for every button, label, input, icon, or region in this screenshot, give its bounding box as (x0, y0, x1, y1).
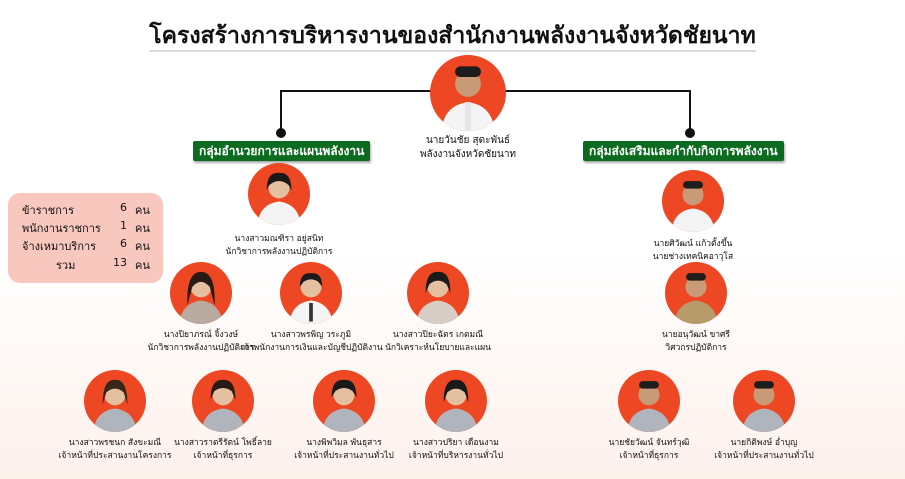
staff-caption: นางสาวปิยะฉัตร เกตมณี นักวิเคราะห์นโยบาย… (368, 329, 508, 355)
staff-caption: นายอนุวัฒน์ ขาศรี วิศวกรปฏิบัติการ (626, 329, 766, 355)
staff-photo (425, 370, 487, 432)
connector-left (280, 90, 282, 132)
staff-position: เจ้าหน้าที่ประสานงานทั่วไป (294, 451, 394, 461)
staff-name: นายกิติพงษ์ อ่ำบุญ (730, 438, 798, 448)
staff-caption: นายกิติพงษ์ อ่ำบุญ เจ้าหน้าที่ประสานงานท… (694, 437, 834, 463)
staff-position: นักวิเคราะห์นโยบายและแผน (385, 343, 491, 353)
group-label-promotion-regulation: กลุ่มส่งเสริมและกำกับกิจการพลังงาน (583, 141, 784, 161)
staff-caption: นายศิวัฒน์ แก้วตั้งขึ้น นายช่างเทคนิคอาว… (623, 238, 763, 264)
staff-position: เจ้าหน้าที่ธุรการ (619, 451, 679, 461)
staff-caption: นายชัยวัฒน์ จันทร์วุฒิ เจ้าหน้าที่ธุรการ (579, 437, 719, 463)
staff-name: นายชัยวัฒน์ จันทร์วุฒิ (608, 438, 690, 448)
head-caption: นายวันชัย สุดะพันธ์ พลังงานจังหวัดชัยนาท (393, 134, 543, 162)
staff-photo (170, 262, 232, 324)
staff-caption: นางพิพวิมล พันธุสาร เจ้าหน้าที่ประสานงาน… (274, 437, 414, 463)
staff-name: นางปิยาภรณ์ จิ้งวงษ์ (163, 330, 239, 340)
staff-position: เจ้าหน้าที่ประสานงานทั่วไป (714, 451, 814, 461)
staff-caption: นางสาวพรชนก สังขะมณี เจ้าหน้าที่ประสานงา… (45, 437, 185, 463)
staff-name: นางสาวพรชนก สังขะมณี (68, 438, 162, 448)
staff-photo (84, 370, 146, 432)
staff-position: เจ้าพนักงานการเงินและบัญชีปฏิบัติงาน (241, 343, 383, 353)
staff-position: นายช่างเทคนิคอาวุโส (652, 252, 734, 262)
staff-photo (313, 370, 375, 432)
head-name: นายวันชัย สุดะพันธ์ (425, 135, 511, 146)
head-photo (430, 55, 506, 131)
staff-position: นักวิชาการพลังงานปฏิบัติการ (225, 247, 333, 257)
staff-caption: นางปิยาภรณ์ จิ้งวงษ์ นักวิชาการพลังงานปฏ… (131, 329, 271, 355)
staff-photo (248, 163, 310, 225)
staff-caption: นางสาวมณฑิรา อยู่สนิท นักวิชาการพลังงานป… (209, 233, 349, 259)
page-title: โครงสร้างการบริหารงานของสำนักงานพลังงานจ… (0, 18, 905, 54)
staff-name: นางสาวปิยะฉัตร เกตมณี (392, 330, 484, 340)
staff-caption: นางสาวปริยา เดือนงาม เจ้าหน้าที่บริหารงา… (386, 437, 526, 463)
staff-position: วิศวกรปฏิบัติการ (665, 343, 727, 353)
staff-position: เจ้าหน้าที่ธุรการ (193, 451, 253, 461)
staff-name: นายอนุวัฒน์ ขาศรี (662, 330, 730, 340)
staff-name: นางสาวพรพิญ วระภูมิ (270, 330, 352, 340)
connector-right (689, 90, 691, 132)
staff-name: นางสาวราตรีรัตน์ โพธิ์ลาย (174, 438, 272, 448)
staff-caption: นางสาวราตรีรัตน์ โพธิ์ลาย เจ้าหน้าที่ธุร… (153, 437, 293, 463)
staff-name: นายศิวัฒน์ แก้วตั้งขึ้น (653, 239, 733, 249)
connector-dot-right (685, 128, 695, 138)
connector-dot-left (276, 128, 286, 138)
staff-photo (665, 262, 727, 324)
staff-photo (618, 370, 680, 432)
staff-name: นางพิพวิมล พันธุสาร (306, 438, 382, 448)
head-position: พลังงานจังหวัดชัยนาท (419, 149, 517, 160)
group-label-admin-plan: กลุ่มอำนวยการและแผนพลังงาน (193, 141, 371, 161)
staff-position: เจ้าหน้าที่ประสานงานโครงการ (58, 451, 172, 461)
staff-photo (280, 262, 342, 324)
staff-name: นางสาวมณฑิรา อยู่สนิท (234, 234, 324, 244)
staff-position: เจ้าหน้าที่บริหารงานทั่วไป (408, 451, 504, 461)
staff-photo (733, 370, 795, 432)
staff-photo (407, 262, 469, 324)
staff-position: นักวิชาการพลังงานปฏิบัติการ (147, 343, 255, 353)
staff-photo (192, 370, 254, 432)
staff-caption: นางสาวพรพิญ วระภูมิ เจ้าพนักงานการเงินแล… (241, 329, 383, 355)
staff-photo (662, 170, 724, 232)
staff-name: นางสาวปริยา เดือนงาม (413, 438, 499, 448)
